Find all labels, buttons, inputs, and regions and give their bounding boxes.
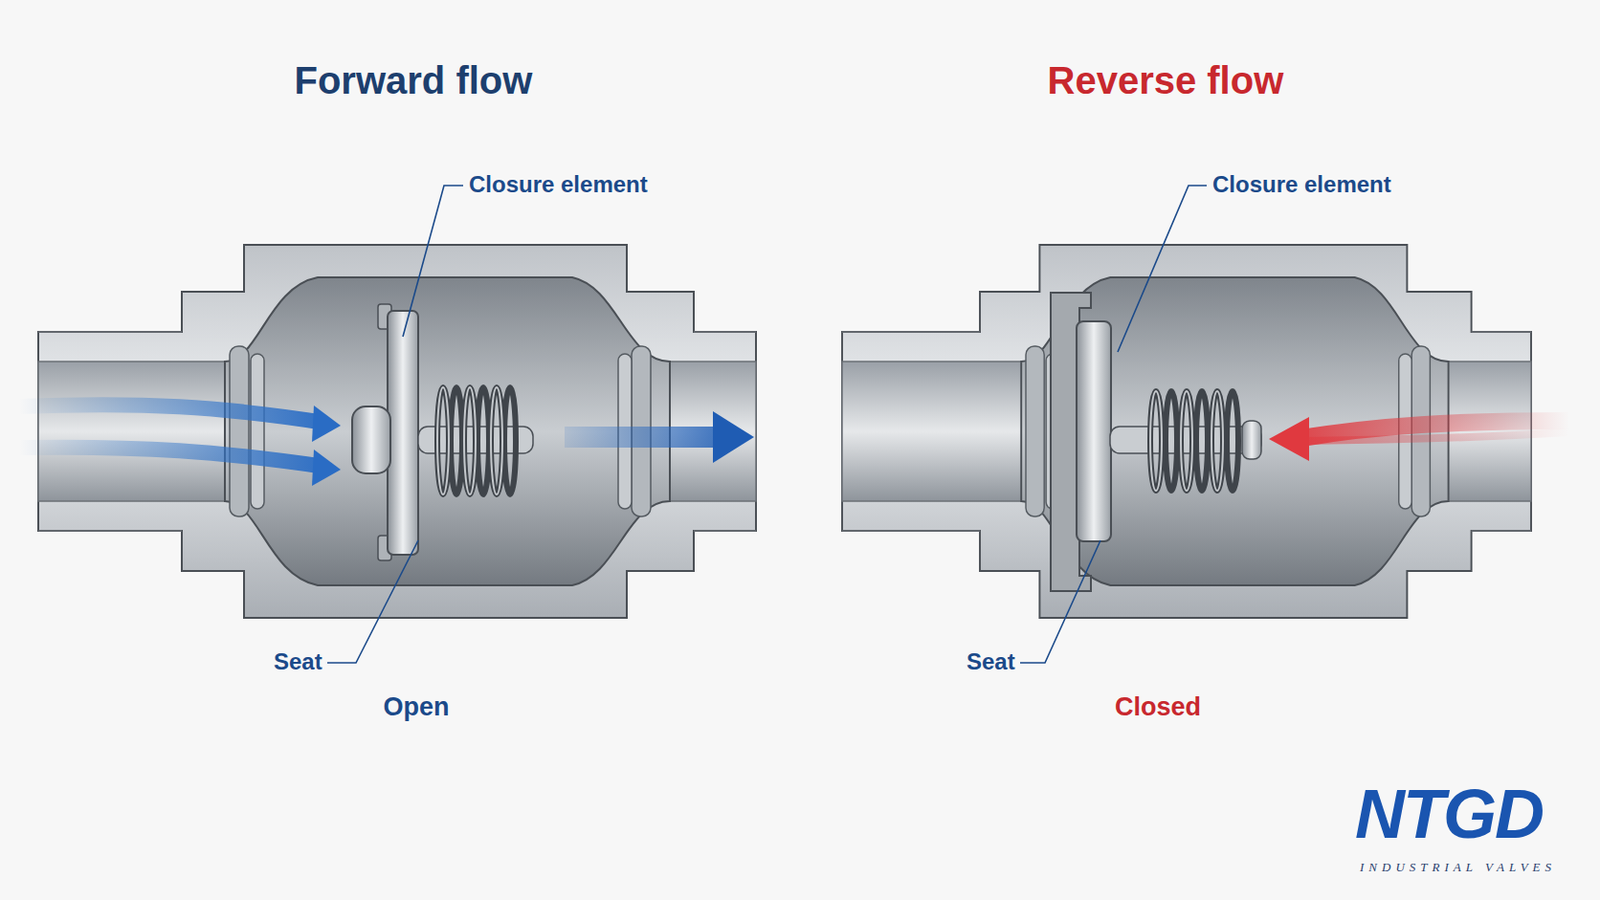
leader-line xyxy=(402,185,464,337)
spring-symbol xyxy=(437,387,516,495)
flow-band xyxy=(19,447,326,467)
forward-flow-arrow xyxy=(19,404,755,487)
spring-symbol xyxy=(1150,391,1239,491)
flow-band xyxy=(564,426,718,448)
stem-head xyxy=(352,406,391,474)
part-label: Closure element xyxy=(468,172,648,198)
arrow-head xyxy=(311,405,341,443)
valve-disk xyxy=(1076,321,1112,542)
part-label: Closure element xyxy=(1212,172,1392,198)
spring-highlight xyxy=(437,387,503,495)
logo-subtitle: INDUSTRIAL VALVES xyxy=(1359,861,1556,875)
arrow-head xyxy=(1268,417,1310,462)
part-label: Seat xyxy=(966,649,1016,675)
flow-band xyxy=(1301,432,1570,442)
reverse-flow-arrow xyxy=(1268,417,1570,462)
state-label: Open xyxy=(383,693,450,723)
closure-element-closed xyxy=(1050,292,1262,592)
state-label: Closed xyxy=(1114,693,1201,723)
leader-line xyxy=(1020,540,1101,664)
stem-end xyxy=(1242,421,1262,460)
panel-heading: Reverse flow xyxy=(1047,59,1285,102)
leader-line xyxy=(1117,185,1207,353)
spring-highlight xyxy=(1150,391,1223,491)
leader-lines xyxy=(327,185,1207,664)
closure-element-open xyxy=(352,304,534,561)
valve-body xyxy=(38,244,756,619)
arrow-head xyxy=(712,411,755,464)
valve-disk xyxy=(387,311,419,556)
leader-line xyxy=(327,540,419,664)
logo-text: NTGD xyxy=(1355,777,1543,853)
flow-band xyxy=(19,404,326,423)
panel-heading: Forward flow xyxy=(294,59,534,102)
arrow-head xyxy=(311,449,341,487)
part-label: Seat xyxy=(273,649,323,675)
